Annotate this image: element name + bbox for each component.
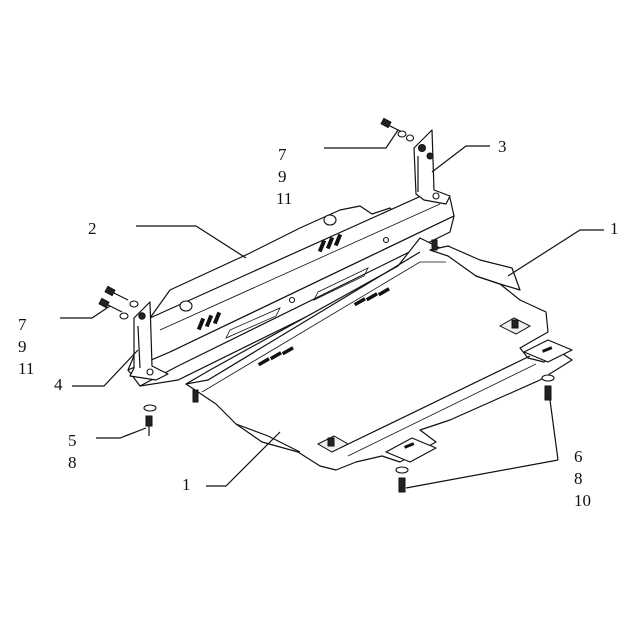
rear-bolt-set xyxy=(395,239,555,493)
callout-line: 8 xyxy=(68,453,77,472)
callout-line: 9 xyxy=(278,167,287,186)
front-beam xyxy=(127,191,455,387)
callout-line: 2 xyxy=(88,219,97,238)
callout-skid-plate-main: 1 xyxy=(182,476,191,493)
callout-line: 9 xyxy=(18,337,27,356)
callout-line: 1 xyxy=(182,475,191,494)
callout-skid-plate-right: 1 xyxy=(610,220,619,237)
beam-slots-right xyxy=(317,233,343,253)
callout-front-beam: 2 xyxy=(88,220,97,237)
callout-left-bracket: 4 xyxy=(54,376,63,393)
callout-line: 6 xyxy=(574,447,583,466)
left-bracket xyxy=(129,301,169,381)
skid-plate-main xyxy=(185,237,573,471)
callout-line: 10 xyxy=(574,491,591,510)
callout-line: 5 xyxy=(68,431,77,450)
rear-tab xyxy=(523,339,573,363)
plate-slots-front xyxy=(257,346,294,367)
callout-upper-right-bolt-set: 7 9 11 xyxy=(276,144,293,210)
callout-left-bolt-set: 5 8 xyxy=(68,430,77,474)
skid-plate-right xyxy=(429,245,521,291)
beam-hole-right xyxy=(323,214,337,226)
upper-left-bolt-set xyxy=(98,285,139,320)
plate-slots-rear xyxy=(353,287,390,307)
callout-line: 3 xyxy=(498,137,507,156)
leader-lines xyxy=(60,129,604,489)
beam-hole-left xyxy=(179,300,193,312)
beam-slots-left xyxy=(196,311,222,331)
callout-line: 8 xyxy=(574,469,583,488)
left-bolt-set xyxy=(143,389,199,436)
callout-line: 7 xyxy=(18,315,27,334)
callout-line: 7 xyxy=(278,145,287,164)
callout-upper-left-bolt-set: 7 9 11 xyxy=(18,314,34,380)
callout-right-bracket: 3 xyxy=(498,138,507,155)
callout-line: 11 xyxy=(276,189,293,208)
callout-line: 11 xyxy=(18,359,35,378)
callout-rear-bolt-set: 6 8 10 xyxy=(574,446,591,512)
front-tab xyxy=(385,437,437,463)
callout-line: 4 xyxy=(54,375,63,394)
upper-right-bolt-set xyxy=(380,117,415,142)
callout-line: 1 xyxy=(610,219,619,238)
right-bracket xyxy=(413,129,451,205)
